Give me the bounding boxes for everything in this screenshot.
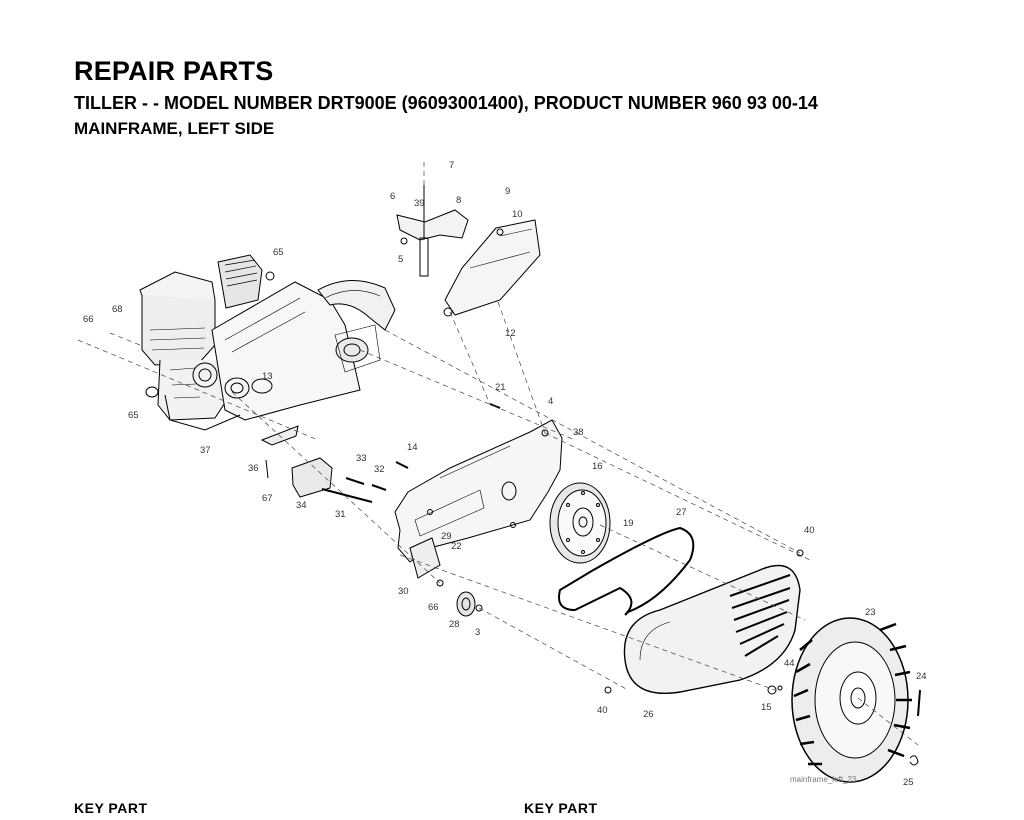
callout-4: 4	[548, 396, 553, 407]
callout-65-top: 65	[273, 247, 284, 258]
callout-26: 26	[643, 709, 654, 720]
callout-labels: 7 6 39 8 9 10 5 12 65 68 66 13 65 37 21 …	[83, 160, 927, 788]
callout-8: 8	[456, 195, 461, 206]
idler-pulley-drawing	[409, 537, 483, 617]
callout-36: 36	[248, 463, 259, 474]
callout-15: 15	[761, 702, 772, 713]
callout-25: 25	[903, 777, 914, 788]
belt-guard-bracket-drawing	[396, 185, 541, 317]
cover-plate-drawing	[394, 419, 563, 563]
callout-22: 22	[451, 541, 462, 552]
wheel-drawing	[767, 617, 921, 783]
callout-40-bottom: 40	[597, 705, 608, 716]
callout-7: 7	[449, 160, 454, 171]
diagram-filename: mainframe_left_23	[790, 775, 857, 784]
callout-19: 19	[623, 518, 634, 529]
belt-cover-drawing	[604, 549, 804, 694]
callout-29: 29	[441, 531, 452, 542]
callout-28: 28	[449, 619, 460, 630]
callout-23: 23	[865, 607, 876, 618]
parts-list-header-right: KEY PART	[524, 800, 598, 816]
callout-9: 9	[505, 186, 510, 197]
callout-40-top: 40	[804, 525, 815, 536]
parts-list-header-left: KEY PART	[74, 800, 148, 816]
page-title: REPAIR PARTS	[74, 56, 274, 86]
callout-38: 38	[573, 427, 584, 438]
callout-32: 32	[374, 464, 385, 475]
callout-30: 30	[398, 586, 409, 597]
callout-33: 33	[356, 453, 367, 464]
callout-24: 24	[916, 671, 927, 682]
callout-14: 14	[407, 442, 418, 453]
small-parts-drawing	[260, 403, 501, 503]
callout-27: 27	[676, 507, 687, 518]
callout-21: 21	[495, 382, 506, 393]
alignment-lines	[77, 160, 919, 746]
callout-12: 12	[505, 328, 516, 339]
callout-10: 10	[512, 209, 523, 220]
callout-44: 44	[784, 658, 795, 669]
callout-3: 3	[475, 627, 480, 638]
callout-13: 13	[262, 371, 273, 382]
callout-31: 31	[335, 509, 346, 520]
callout-65-bottom: 65	[128, 410, 139, 421]
section-title: MAINFRAME, LEFT SIDE	[74, 119, 275, 138]
model-subtitle: TILLER - - MODEL NUMBER DRT900E (9609300…	[74, 93, 818, 113]
belt-drawing	[558, 526, 695, 616]
callout-39: 39	[414, 198, 425, 209]
callout-66-bottom: 66	[428, 602, 439, 613]
callout-67: 67	[262, 493, 273, 504]
callout-66-left: 66	[83, 314, 94, 325]
callout-34: 34	[296, 500, 307, 511]
callout-37: 37	[200, 445, 211, 456]
callout-16: 16	[592, 461, 603, 472]
callout-5: 5	[398, 254, 403, 265]
callout-6: 6	[390, 191, 395, 202]
mainframe-drawing	[164, 279, 396, 431]
pulley-drawing	[549, 482, 611, 564]
callout-68: 68	[112, 304, 123, 315]
